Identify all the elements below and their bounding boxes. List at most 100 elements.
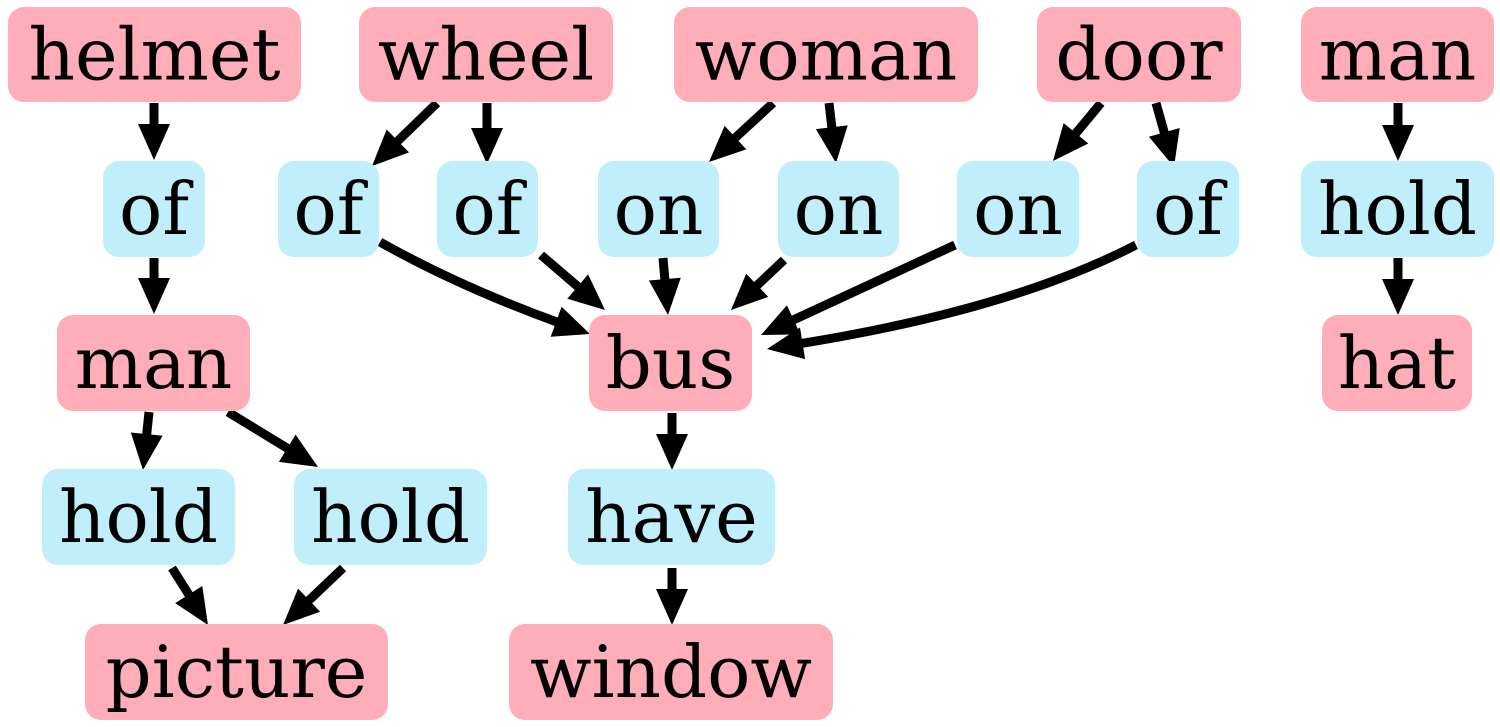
relation-node-of: of [1137,161,1239,257]
arrow-head-icon [1148,128,1180,167]
object-node-window: window [509,624,833,720]
arrow-head-icon [1382,279,1414,315]
edge-hold2-to-picture [283,564,347,625]
edge-line [751,256,788,292]
relation-node-of: of [103,161,205,257]
arrow-head-icon [550,306,590,337]
node-label: hat [1338,321,1456,405]
relation-node-on: on [598,161,719,257]
object-node-man: man [57,315,250,411]
edge-door-to-of4 [1148,101,1180,167]
object-node-picture: picture [85,624,388,720]
arrow-head-icon [372,129,409,166]
edge-line [391,99,441,147]
edge-man_l-to-hold1 [130,411,163,470]
edge-of4-to-bus [767,241,1139,360]
node-label: of [294,167,368,251]
node-box [778,161,899,257]
node-label: of [453,167,527,251]
edge-line [1151,101,1170,138]
node-label: hold [311,475,470,559]
arrow-head-icon [471,128,503,164]
relation-node-hold: hold [42,469,235,565]
relation-node-have: have [568,469,775,565]
edge-man_r-to-hold_r [1382,103,1414,161]
edge-bus-to-have [656,413,688,470]
arrow-head-icon [567,274,605,310]
arrow-head-icon [767,327,806,360]
arrow-head-icon [815,125,848,163]
arrow-head-icon [761,305,801,335]
node-box [568,469,775,565]
edge-of3-to-bus [538,251,605,310]
edge-line [824,102,837,132]
node-box [1037,7,1241,102]
relation-node-hold: hold [1301,161,1494,257]
edge-line [377,238,562,328]
node-box [278,161,379,257]
node-box [509,624,833,720]
object-node-bus: bus [589,315,752,411]
relation-node-of: of [278,161,379,257]
edge-line [729,99,777,144]
node-box [85,624,388,720]
node-box [674,7,978,102]
node-box [598,161,719,257]
edge-on3-to-bus [761,240,957,335]
arrow-head-icon [648,277,681,315]
edge-of1-to-man_l [138,258,170,314]
node-box [437,161,538,257]
object-node-woman: woman [674,7,978,102]
node-box [294,469,487,565]
arrow-head-icon [731,273,769,310]
arrow-head-icon [709,125,747,162]
node-label: man [1319,13,1477,97]
arrow-head-icon [1382,125,1414,161]
edge-helmet-to-of1 [138,103,170,160]
edge-on2-to-bus [731,256,788,310]
arrow-head-icon [656,434,688,470]
arrow-head-icon [175,586,208,625]
edge-line [303,564,347,607]
node-label: have [585,475,758,559]
edge-line [788,240,957,326]
node-label: window [530,630,812,714]
arrow-head-icon [130,432,163,470]
node-box [103,161,205,257]
node-box [42,469,235,565]
object-node-helmet: helmet [8,7,301,102]
relation-node-hold: hold [294,469,487,565]
object-node-man: man [1301,7,1494,102]
edges-layer [130,99,1414,625]
node-box [589,315,752,411]
arrow-head-icon [138,278,170,314]
arrow-head-icon [138,124,170,160]
node-label: bus [606,321,735,405]
node-box [1301,7,1494,102]
edge-line [797,241,1139,349]
edge-line [538,251,584,293]
node-label: door [1055,13,1223,97]
node-box [57,315,250,411]
node-label: man [75,321,233,405]
node-box [1322,315,1472,411]
edge-man_l-to-hold2 [225,408,318,467]
edge-on1-to-bus [648,257,681,315]
object-node-wheel: wheel [359,7,613,102]
arrow-head-icon [278,434,318,467]
object-node-hat: hat [1322,315,1472,411]
edge-door-to-on3 [1053,100,1105,161]
edge-line [141,411,154,439]
node-label: of [1153,167,1227,251]
edge-of2-to-bus [377,238,590,337]
node-label: hold [1318,167,1477,251]
edge-line [168,565,195,601]
arrow-head-icon [1053,123,1089,161]
node-label: helmet [29,13,281,97]
arrow-head-icon [283,588,321,625]
node-label: hold [59,475,218,559]
relation-node-on: on [778,161,899,257]
node-box [1301,161,1494,257]
node-box [957,161,1079,257]
